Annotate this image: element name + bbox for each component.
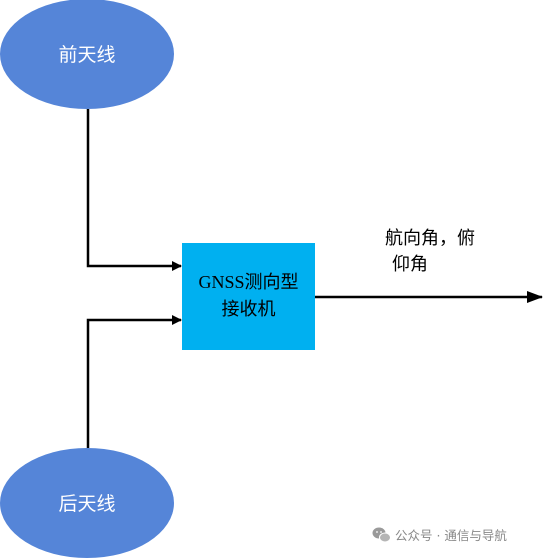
rear-antenna-label: 后天线	[58, 493, 115, 515]
receiver-box: GNSS测向型 接收机	[182, 243, 315, 350]
front-antenna-label: 前天线	[58, 44, 115, 66]
output-label-line2: 仰角	[392, 254, 428, 275]
watermark-text: 公众号 · 通信与导航	[395, 528, 507, 543]
rear-antenna-node: 后天线	[0, 448, 174, 558]
watermark: 公众号 · 通信与导航	[372, 527, 507, 543]
receiver-label-line2: 接收机	[222, 299, 276, 319]
receiver-label-line1: GNSS测向型	[198, 272, 298, 292]
front-connector-arrow	[86, 109, 182, 271]
wechat-icon	[372, 527, 391, 543]
output-label-line1: 航向角，俯	[385, 228, 475, 249]
front-antenna-node: 前天线	[0, 0, 174, 109]
rear-connector-arrow	[86, 315, 182, 448]
